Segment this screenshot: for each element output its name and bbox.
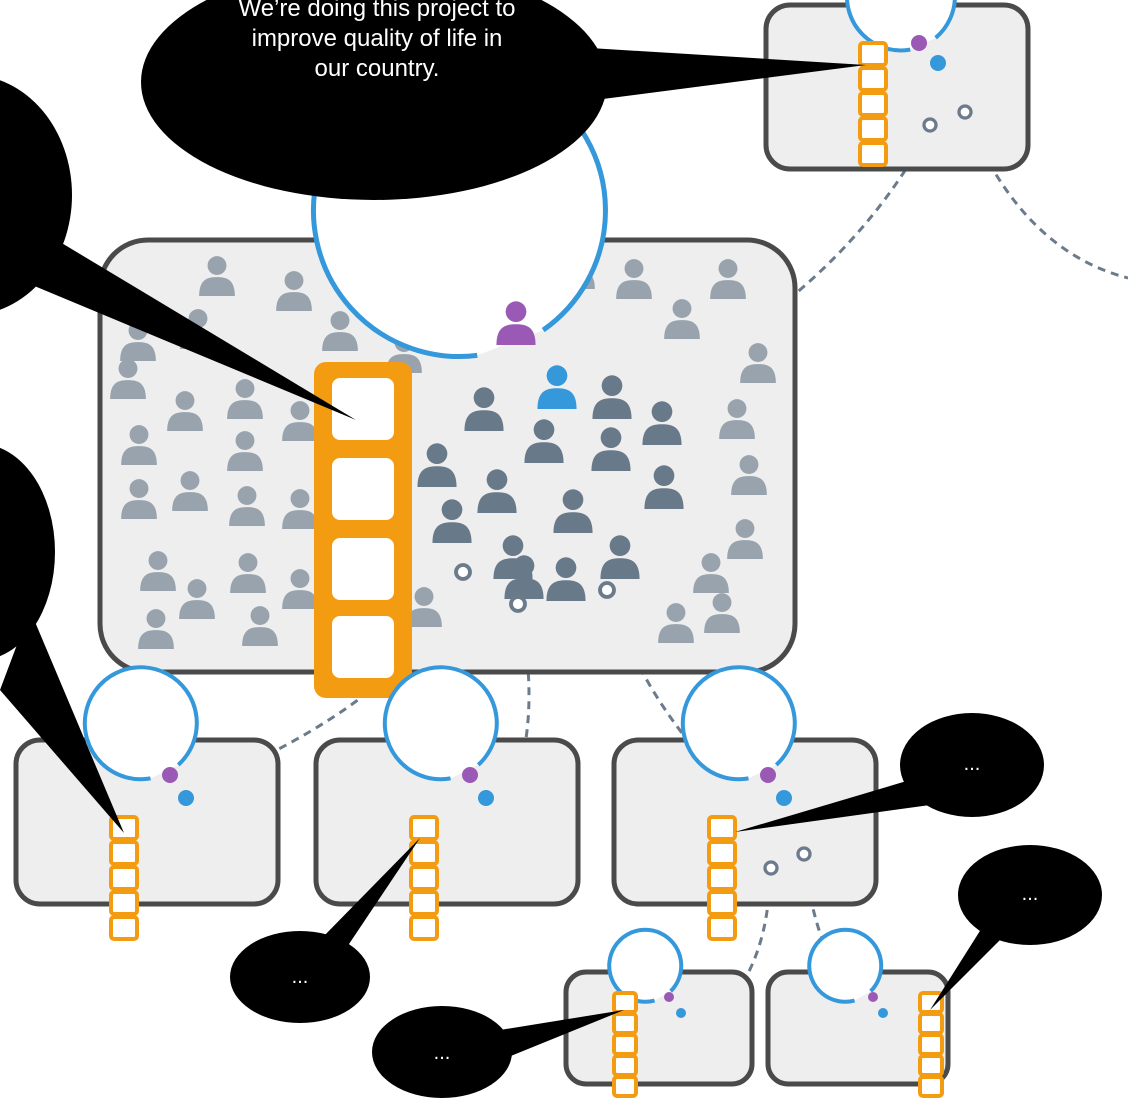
agenda-cell xyxy=(612,1033,638,1056)
ellipsis-bubble-1 xyxy=(900,713,1044,817)
connector-node xyxy=(796,846,812,862)
member-dot xyxy=(878,1008,888,1018)
agenda-cell xyxy=(918,1075,944,1098)
agenda-cell xyxy=(409,915,439,941)
agenda-cell xyxy=(612,1075,638,1098)
leader-dot xyxy=(664,992,674,1002)
agenda-main-frame xyxy=(314,362,412,698)
group-circle xyxy=(845,0,957,53)
speech-bubbles xyxy=(0,0,1102,1098)
leader-dot xyxy=(462,767,478,783)
agenda-cell xyxy=(707,840,737,866)
agenda-main-cell-4 xyxy=(332,616,394,678)
agenda-cell xyxy=(109,890,139,916)
agenda-stack-sub-right xyxy=(918,991,944,1098)
agenda-cell xyxy=(109,840,139,866)
agenda-cell xyxy=(858,91,888,117)
agenda-cell xyxy=(918,1012,944,1035)
agenda-main-cell-3 xyxy=(332,538,394,600)
agenda-cell xyxy=(858,66,888,92)
connector-node xyxy=(454,563,472,581)
ellipsis-text-2: ... xyxy=(1021,883,1039,905)
ellipsis-bubble-3 xyxy=(230,931,370,1023)
main-quote-bubble xyxy=(141,0,607,200)
agenda-stack-bottom-2 xyxy=(409,815,439,941)
ellipsis-text-1: ... xyxy=(963,753,981,775)
connector-node xyxy=(598,581,616,599)
group-circle xyxy=(807,927,884,1004)
group-circle xyxy=(82,665,199,782)
member-dot xyxy=(776,790,792,806)
group-circle xyxy=(382,665,499,782)
ellipsis-bubble-4-pointer xyxy=(500,1010,624,1058)
leader-dot xyxy=(911,35,927,51)
groups xyxy=(82,0,973,1098)
ellipsis-bubble-2-pointer xyxy=(930,915,1010,1010)
ellipsis-text-4: ... xyxy=(433,1042,451,1064)
member-dot xyxy=(478,790,494,806)
agenda-cell xyxy=(858,41,888,67)
ellipsis-text-3: ... xyxy=(291,966,309,988)
agenda-main-cell-2 xyxy=(332,458,394,520)
member-dot xyxy=(676,1008,686,1018)
agenda-cell xyxy=(707,815,737,841)
connector-node xyxy=(922,117,938,133)
agenda-stack-bottom-1 xyxy=(109,815,139,941)
leader-dot xyxy=(868,992,878,1002)
connector-node xyxy=(509,595,527,613)
ellipsis-bubble-4 xyxy=(372,1006,512,1098)
agenda-cell xyxy=(409,815,439,841)
agenda-cell xyxy=(109,915,139,941)
agenda-cell xyxy=(858,116,888,142)
agenda-cell xyxy=(612,1054,638,1077)
agenda-main-cell-1 xyxy=(332,378,394,440)
member-dot xyxy=(930,55,946,71)
ellipsis-bubble-3-pointer xyxy=(320,838,420,950)
agenda-cell xyxy=(858,141,888,167)
main-quote-pointer xyxy=(590,48,866,100)
left-bubble-mid xyxy=(0,447,55,657)
leader-dot xyxy=(162,767,178,783)
agenda-cell xyxy=(707,890,737,916)
agenda-cell xyxy=(707,915,737,941)
left-bubble-mid-pointer xyxy=(0,610,124,833)
member-dot xyxy=(178,790,194,806)
agenda-stack-sub-left xyxy=(612,991,638,1098)
agenda-cell xyxy=(409,865,439,891)
agenda-cell xyxy=(109,865,139,891)
agenda-cell xyxy=(409,890,439,916)
ellipsis-bubble-1-pointer xyxy=(735,780,930,832)
agenda-stack-top-right xyxy=(858,41,888,167)
agenda-cell xyxy=(612,991,638,1014)
agenda-cell xyxy=(918,1054,944,1077)
connector-node xyxy=(957,104,973,120)
group-circle xyxy=(680,665,797,782)
agenda-cell xyxy=(612,1012,638,1035)
agenda-cell xyxy=(918,1033,944,1056)
main-quote-text: We’re doing this project to improve qual… xyxy=(238,0,516,82)
agenda-cell xyxy=(707,865,737,891)
leader-dot xyxy=(760,767,776,783)
agenda-stack-bottom-3 xyxy=(707,815,737,941)
group-circle xyxy=(607,927,684,1004)
left-bubble-top-pointer xyxy=(20,230,356,420)
connector-node xyxy=(763,860,779,876)
agenda-cell xyxy=(409,840,439,866)
agenda-cell xyxy=(918,991,944,1014)
